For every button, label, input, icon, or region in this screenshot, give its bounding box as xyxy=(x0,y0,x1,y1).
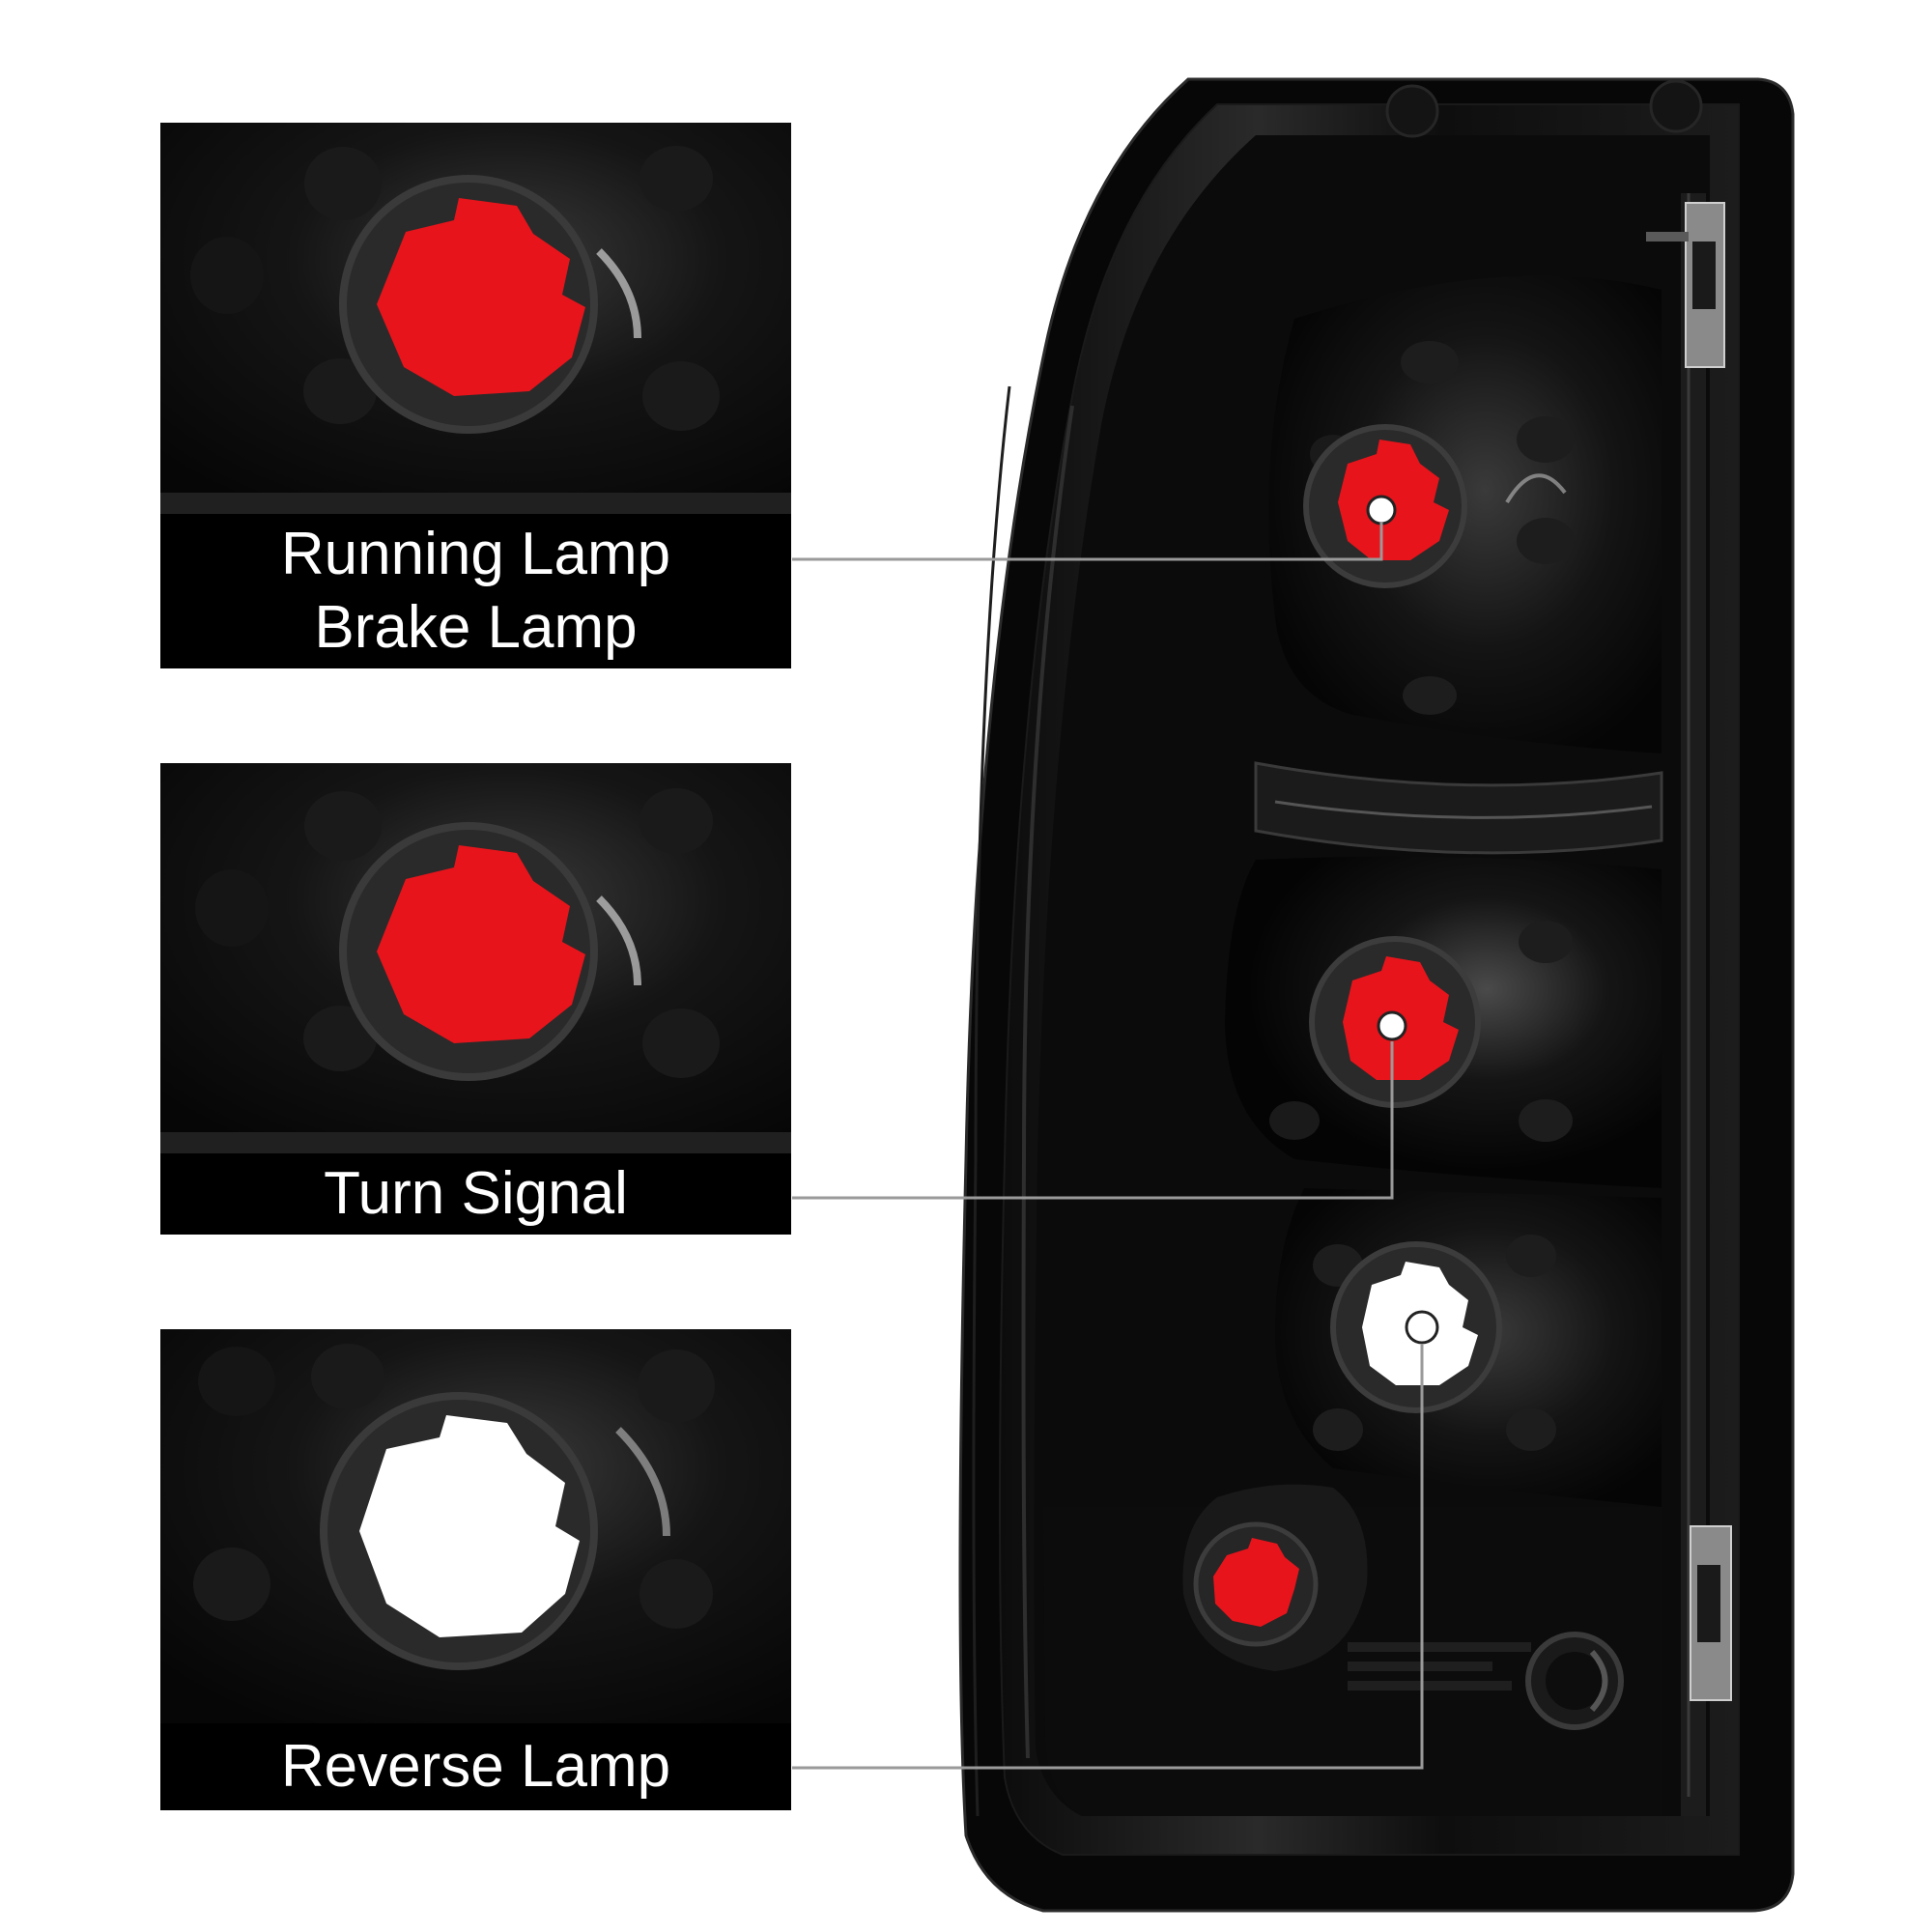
caption-turn-signal-text: Turn Signal xyxy=(324,1160,628,1227)
divider-rib xyxy=(1254,761,1663,855)
inset-reverse xyxy=(160,1329,791,1725)
caption-running-lamp-text: Running Lamp xyxy=(280,521,671,587)
caption-reverse-lamp-text: Reverse Lamp xyxy=(280,1733,671,1800)
caption-reverse: Reverse Lamp xyxy=(160,1723,791,1810)
drain-plug xyxy=(1525,1632,1624,1730)
caption-brake-lamp-text: Brake Lamp xyxy=(314,594,638,661)
caption-turn-signal: Turn Signal xyxy=(160,1153,791,1235)
inset-running-brake xyxy=(160,123,791,514)
socket-turn-signal xyxy=(1309,936,1481,1108)
socket-reverse xyxy=(1330,1241,1502,1413)
socket-running-brake xyxy=(1303,424,1467,588)
bottom-mount-clip xyxy=(1690,1525,1732,1701)
leader-lines xyxy=(792,522,1424,1770)
leader-turn-signal xyxy=(792,1041,1394,1200)
marker-running-brake xyxy=(1366,495,1397,526)
top-mount-clip xyxy=(1646,202,1725,368)
inset-turn-signal xyxy=(160,763,791,1154)
leader-running-brake xyxy=(792,522,1383,561)
leader-reverse xyxy=(792,1345,1424,1770)
marker-reverse xyxy=(1405,1310,1439,1345)
caption-running-brake: Running Lamp Brake Lamp xyxy=(160,514,791,668)
socket-side-marker xyxy=(1193,1521,1319,1647)
marker-turn-signal xyxy=(1377,1010,1407,1041)
